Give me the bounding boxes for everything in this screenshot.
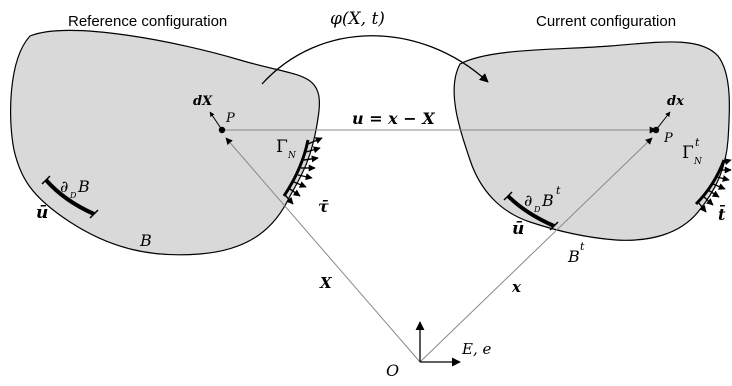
position-vector-X [225, 137, 421, 363]
neumann-boundary-cur [694, 159, 726, 206]
dirichlet-label-cur-body: B [541, 191, 554, 210]
neumann-label-cur: Γ [682, 143, 694, 163]
neumann-label-ref-sub: N [287, 151, 297, 161]
dirichlet-label-ref-sub: D [69, 191, 77, 200]
dirichlet-tick-ref-start [41, 175, 51, 185]
dirichlet-tick-cur-start [503, 191, 513, 201]
dx-label: dx [667, 94, 684, 109]
prescribed-displacement-cur: ū [512, 219, 524, 239]
body-label-ref: B [139, 231, 152, 250]
traction-arrows-ref [284, 137, 323, 205]
body-label-cur-sup: t [580, 240, 585, 253]
prescribed-displacement-ref: ū [36, 203, 48, 223]
dirichlet-boundary-ref [44, 178, 95, 216]
dirichlet-label-cur-sub: D [533, 205, 541, 214]
line-element-dX [209, 111, 223, 131]
neumann-label-cur-sup: t [695, 136, 700, 149]
dirichlet-tick-cur-end [549, 221, 559, 231]
reference-body [9, 29, 320, 256]
dirichlet-label-ref: ∂ [60, 177, 68, 196]
origin-label: O [386, 361, 399, 380]
dirichlet-label-cur: ∂ [524, 191, 532, 210]
current-body [453, 41, 730, 241]
displacement-label: u = x − X [352, 109, 435, 128]
traction-arrows-cur [697, 158, 732, 213]
dirichlet-boundary-cur [506, 194, 555, 228]
neumann-boundary-ref [282, 139, 310, 197]
current-configuration-title: Current configuration [536, 13, 676, 30]
dirichlet-label-cur-sup: t [556, 184, 561, 197]
line-element-dx [655, 111, 671, 131]
position-vector-x [419, 137, 653, 363]
dirichlet-label-ref-body: B [77, 177, 90, 196]
mapping-arrow [261, 35, 489, 85]
position-vector-x-label: x [511, 278, 522, 296]
point-P-ref-label: P [225, 111, 235, 126]
traction-label-ref: τ̄ [318, 197, 329, 216]
dX-label: dX [193, 94, 213, 109]
position-vector-X-label: X [319, 274, 333, 292]
traction-label-cur: t̄ [718, 204, 726, 224]
neumann-label-ref: Γ [276, 137, 288, 157]
point-P-cur-label: P [663, 131, 673, 146]
neumann-label-cur-sub: N [693, 157, 703, 167]
basis-label: E, e [461, 340, 491, 358]
reference-configuration-title: Reference configuration [68, 13, 227, 30]
mapping-label: φ(X, t) [330, 9, 385, 29]
dirichlet-tick-ref-end [89, 209, 99, 219]
body-label-cur: B [567, 247, 580, 266]
